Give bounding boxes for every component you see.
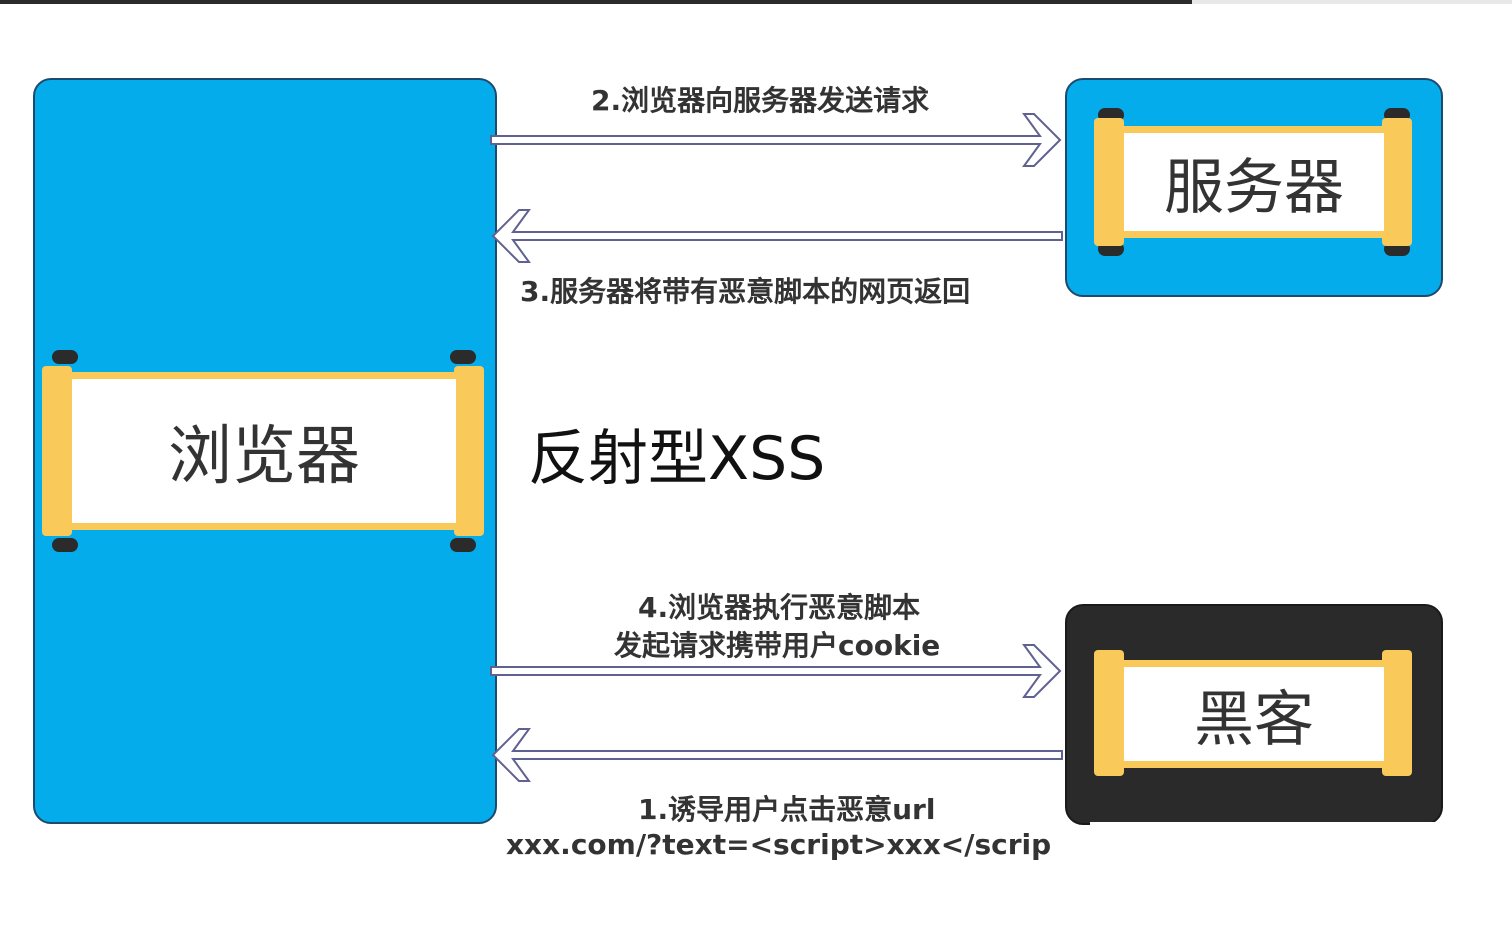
- watermark-area: [1090, 822, 1512, 931]
- arrow-step2: [490, 113, 1062, 167]
- diagram-title: 反射型XSS: [528, 424, 826, 494]
- arrow-step3: [491, 209, 1063, 263]
- hacker-label: 黑客: [1194, 684, 1314, 755]
- top-border-end: [1192, 0, 1512, 4]
- step3-label: 3.服务器将带有恶意脚本的网页返回: [520, 275, 971, 308]
- step1-label-line2: xxx.com/?text=<script>xxx</scrip: [506, 828, 1052, 861]
- arrow-step1: [491, 728, 1063, 782]
- hacker-scroll: 黑客: [1094, 648, 1414, 778]
- step2-label: 2.浏览器向服务器发送请求: [591, 84, 930, 117]
- step4-label-line2: 发起请求携带用户cookie: [614, 629, 941, 662]
- server-label: 服务器: [1164, 152, 1344, 223]
- top-border: [0, 0, 1512, 4]
- step4-label-line1: 4.浏览器执行恶意脚本: [638, 591, 921, 624]
- browser-label: 浏览器: [168, 420, 360, 494]
- step1-label-line1: 1.诱导用户点击恶意url: [638, 793, 936, 826]
- arrow-step4: [490, 644, 1062, 698]
- browser-scroll: 浏览器: [42, 350, 486, 552]
- server-scroll: 服务器: [1094, 108, 1414, 256]
